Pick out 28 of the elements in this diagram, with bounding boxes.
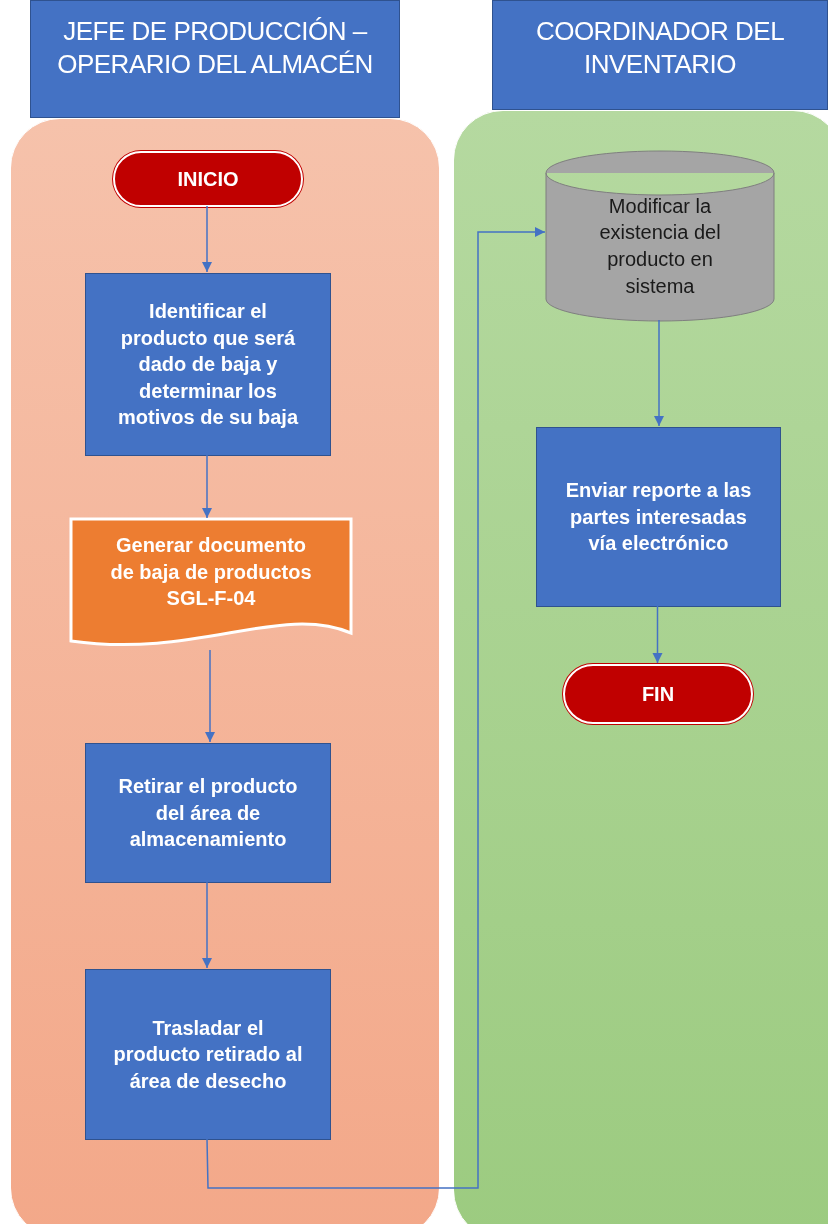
step-text: Trasladar el producto retirado al área de desecho bbox=[112, 1015, 304, 1094]
arrow bbox=[652, 605, 663, 664]
step-text: Generar documento de baja de productos SGL-F-04 bbox=[109, 533, 313, 612]
lane-title: JEFE DE PRODUCCIÓN – OPERARIO DEL ALMACÉN bbox=[56, 15, 374, 80]
arrow bbox=[201, 454, 213, 519]
step-text: Identificar el producto que será dado de baja y determinar los motivos de su baja bbox=[116, 299, 300, 431]
arrow bbox=[201, 881, 213, 969]
database-cylinder bbox=[546, 151, 774, 321]
lane-header bbox=[30, 0, 400, 118]
step-text: Retirar el producto del área de almacenamiento bbox=[117, 774, 299, 853]
arrow bbox=[201, 205, 213, 273]
arrow bbox=[653, 319, 665, 427]
step-text: Modificar la existencia del producto en sistema bbox=[598, 193, 722, 299]
swimlane bbox=[10, 118, 440, 1224]
arrow bbox=[204, 649, 216, 743]
arrow bbox=[206, 226, 546, 1189]
process-box bbox=[85, 969, 331, 1140]
lane-header bbox=[492, 0, 828, 110]
step-text: INICIO bbox=[177, 166, 239, 192]
terminator-pill bbox=[563, 664, 753, 724]
process-box bbox=[85, 273, 331, 456]
swimlane bbox=[453, 110, 828, 1224]
step-text: FIN bbox=[641, 681, 675, 707]
terminator-pill bbox=[113, 151, 303, 207]
process-box bbox=[85, 743, 331, 883]
process-box bbox=[536, 427, 781, 607]
lane-title: COORDINADOR DEL INVENTARIO bbox=[534, 15, 786, 80]
step-text: Enviar reporte a las partes interesadas vía electrónico bbox=[564, 478, 753, 557]
